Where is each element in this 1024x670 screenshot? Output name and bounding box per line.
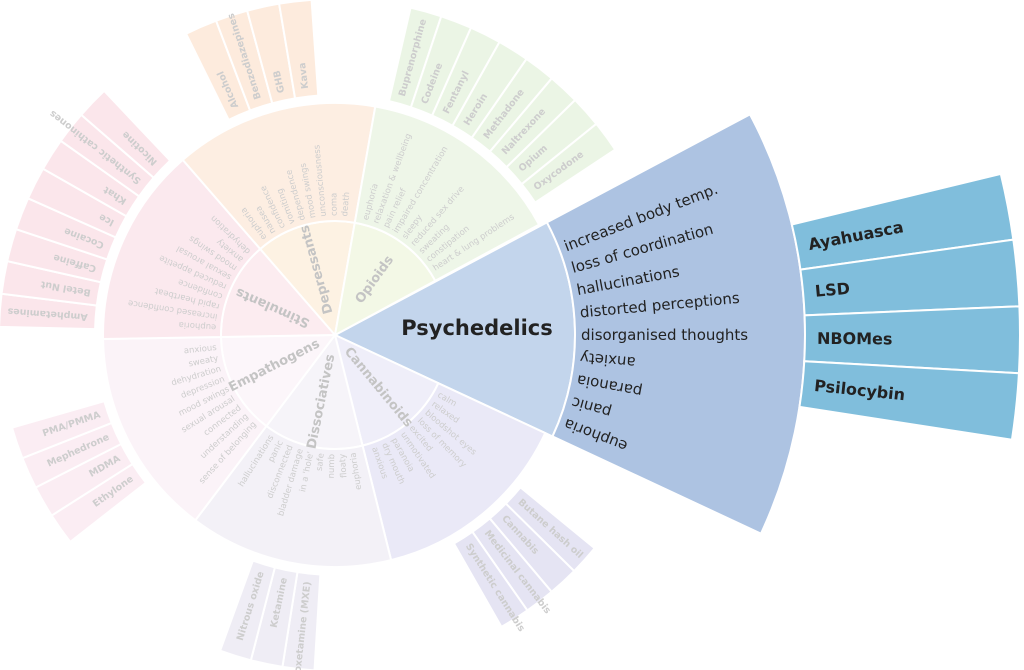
category-label-psychedelics[interactable]: Psychedelics <box>401 316 552 340</box>
effects-ring-psychedelics[interactable] <box>545 112 806 535</box>
drug-label-nbomes[interactable]: NBOMes <box>817 329 893 349</box>
effects-ring-cannabinoids[interactable] <box>361 381 547 562</box>
drug-segment-psilocybin[interactable] <box>798 360 1020 441</box>
drug-segment-pma-pmma[interactable] <box>10 399 113 460</box>
drug-segment-kava[interactable] <box>277 0 320 100</box>
effects-ring-empathogens[interactable] <box>102 335 268 522</box>
effect-label: euphoria <box>178 319 216 332</box>
effect-label: coma <box>330 193 340 216</box>
drug-segment-nicotine[interactable] <box>79 89 172 180</box>
drug-label-kava[interactable]: Kava <box>297 62 311 90</box>
effects-ring-dissociatives[interactable] <box>193 424 393 568</box>
effects-ring-opioids[interactable] <box>353 105 541 283</box>
drug-segment-nitrous-oxide[interactable] <box>218 559 277 662</box>
effect-label: numb <box>327 454 338 479</box>
effect-label: floaty <box>338 453 350 478</box>
effect-label: safe <box>315 453 327 472</box>
effect-label: death <box>340 192 352 217</box>
drug-label-lsd[interactable]: LSD <box>814 279 851 301</box>
drug-segment-oxycodone[interactable] <box>520 122 617 204</box>
effect-label: anxious <box>183 343 217 357</box>
drug-label-ghb[interactable]: GHB <box>272 69 288 94</box>
drug-segment-synthetic-cannabis[interactable] <box>452 530 529 629</box>
effect-label: disorganised thoughts <box>581 326 748 344</box>
effects-ring-depressants[interactable] <box>181 102 377 251</box>
effect-label: anxiety <box>579 349 636 372</box>
